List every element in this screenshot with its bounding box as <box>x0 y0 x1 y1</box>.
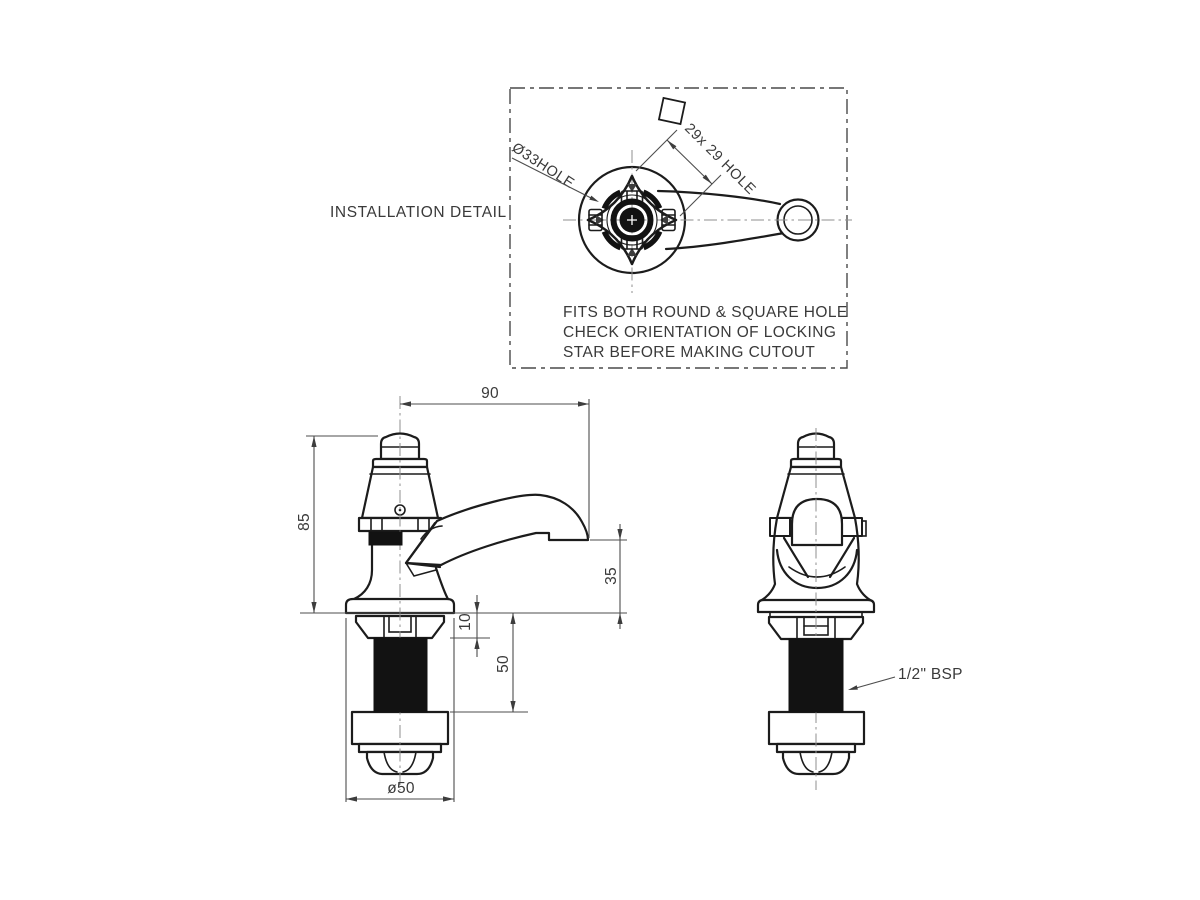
body-left-edge-side <box>352 529 374 601</box>
round-hole-leader <box>511 157 594 200</box>
panel-notes: FITS BOTH ROUND & SQUARE HOLE CHECK ORIE… <box>563 304 848 361</box>
spindle-center-cross <box>627 215 637 225</box>
panel-title: INSTALLATION DETAIL <box>330 204 507 221</box>
spindle-ring <box>610 198 654 242</box>
lever-top-edge <box>656 189 782 206</box>
skirt-ear-left <box>769 517 791 537</box>
spout-fold-line <box>405 562 437 577</box>
washer-plate-side <box>357 742 443 754</box>
arrow-50-bottom <box>510 701 516 712</box>
note-line-1: FITS BOTH ROUND & SQUARE HOLE <box>563 304 848 321</box>
arrow-90-right <box>578 401 589 407</box>
star-tab-east-lines <box>661 214 676 226</box>
square-dim-arrow-2 <box>702 174 712 184</box>
star-tab-west <box>588 208 603 232</box>
square-ext-line-1 <box>635 129 678 172</box>
star-tick-east <box>660 215 668 225</box>
top-view <box>563 150 852 293</box>
dim-label-50: 50 <box>495 655 512 673</box>
dimension-flange-diameter: ø50 <box>345 618 455 802</box>
skirt-notches-side <box>370 517 430 532</box>
round-hole-arrow <box>589 195 599 202</box>
deck-hex-facets-front <box>796 616 836 640</box>
lever-bottom-edge <box>664 231 786 251</box>
arrow-35-bottom <box>617 613 623 624</box>
base-flange-front <box>756 598 876 614</box>
backnut-side <box>365 750 435 776</box>
body-right-edge-front <box>853 516 874 603</box>
panel-dashed-border <box>509 87 848 369</box>
dim-label-90: 90 <box>481 385 499 402</box>
backnut-facets-front <box>799 751 833 773</box>
skirt-ear-right <box>841 517 863 537</box>
body-right-edge-side <box>434 566 450 601</box>
note-line-3: STAR BEFORE MAKING CUTOUT <box>563 344 815 361</box>
dimension-deck-grip: 10 <box>450 595 490 657</box>
spout-bowl-front <box>775 548 859 590</box>
bsp-label: 1/2" BSP <box>898 666 963 683</box>
arrow-85-bottom <box>311 602 317 613</box>
spindle-collar-circle <box>606 194 658 246</box>
dimension-outlet-clearance: 35 <box>590 524 627 629</box>
dim-label-85: 85 <box>296 513 313 531</box>
spout-bowl-highlight <box>788 566 846 578</box>
cap-step-side <box>371 457 429 469</box>
square-ext-line-2 <box>679 174 722 217</box>
bsp-leader-line <box>855 676 896 689</box>
dimension-thread-length: 50 <box>450 613 528 713</box>
arrow-90-left <box>400 401 411 407</box>
dim-label-10: 10 <box>457 613 474 631</box>
square-hole-symbol <box>657 96 687 126</box>
star-tab-east <box>661 208 676 232</box>
spout-side <box>404 493 590 567</box>
dim-label-d50: ø50 <box>387 780 415 797</box>
arrow-10-top <box>474 602 480 613</box>
washer-plate-front <box>775 742 857 754</box>
spout-dome-front <box>790 497 844 547</box>
locking-star <box>586 174 678 266</box>
arrow-50-top <box>510 613 516 624</box>
arrow-85-top <box>311 436 317 447</box>
body-left-edge-front <box>758 516 779 603</box>
backnut-facets-side <box>383 751 417 773</box>
note-line-2: CHECK ORIENTATION OF LOCKING <box>563 324 836 341</box>
threaded-shank-front <box>788 638 844 713</box>
valve-seal-band-side <box>368 531 403 546</box>
bonnet-screw-dot <box>398 508 402 512</box>
spout-diagonal-left <box>782 536 810 579</box>
base-flange-side <box>344 597 456 615</box>
arrow-10-bottom <box>474 638 480 649</box>
bsp-leader-arrow <box>848 685 858 690</box>
star-tick-north <box>627 184 637 192</box>
dimension-body-height: 85 <box>296 435 378 613</box>
square-dim-arrow-1 <box>667 140 677 150</box>
arrow-d50-right <box>443 796 454 802</box>
star-tick-west <box>596 215 604 225</box>
threaded-shank-side <box>373 637 428 713</box>
thread-size-callout: 1/2" BSP <box>848 666 963 690</box>
star-tick-south <box>627 248 637 256</box>
arrow-d50-left <box>346 796 357 802</box>
dimension-spout-reach: 90 <box>400 385 590 538</box>
dim-label-35: 35 <box>603 567 620 585</box>
deck-hex-facets-side <box>383 615 417 639</box>
arrow-35-top <box>617 529 623 540</box>
star-tab-west-lines <box>588 214 603 226</box>
